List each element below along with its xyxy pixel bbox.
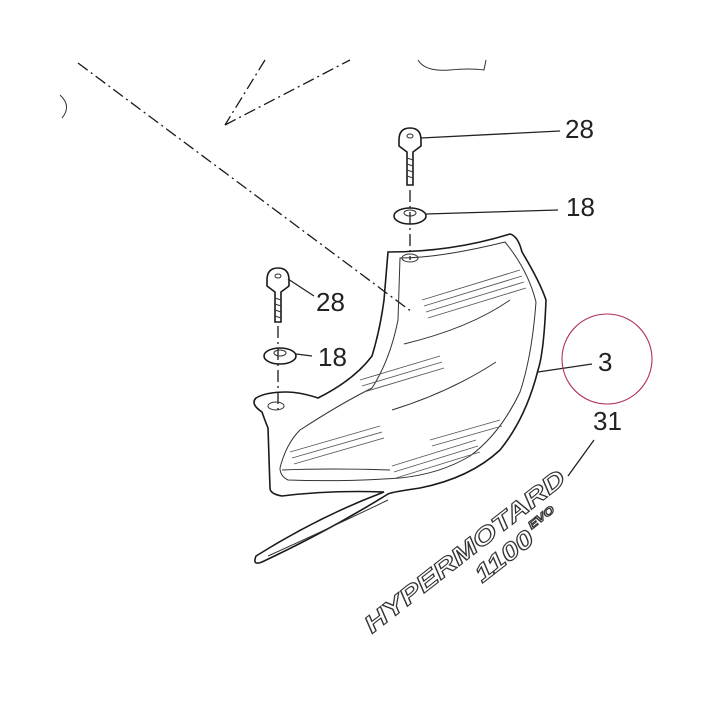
callout-lower-screw: 28 bbox=[316, 287, 345, 317]
side-cover-mid-ridge bbox=[403, 299, 511, 345]
side-cover-outline bbox=[253, 233, 547, 564]
lower-screw bbox=[266, 267, 290, 323]
highlight-circle bbox=[561, 313, 653, 405]
callout-decal: 31 bbox=[593, 406, 622, 436]
leader-upper-washer bbox=[425, 209, 559, 215]
side-cover-lower-ridge bbox=[281, 468, 391, 471]
decal-lettering: HYPERMOTARD 1100 EVO bbox=[359, 464, 572, 639]
side-cover-inner-contour bbox=[279, 241, 537, 482]
callout-cover: 3 bbox=[598, 347, 612, 377]
leader-lower-screw bbox=[287, 278, 315, 297]
lower-mount-hole bbox=[267, 401, 285, 411]
leader-cover bbox=[537, 363, 593, 373]
side-cover-mid-ridge-2 bbox=[391, 361, 497, 411]
fragment-top-right bbox=[417, 59, 487, 71]
side-cover-texture bbox=[289, 269, 527, 479]
upper-screw bbox=[398, 127, 422, 186]
leader-decal bbox=[567, 439, 595, 477]
background-fragments bbox=[59, 59, 487, 126]
side-cover-blade-edge bbox=[267, 499, 389, 557]
fragment-left-arc bbox=[59, 94, 67, 119]
callout-upper-washer: 18 bbox=[566, 192, 595, 222]
centerline-upper-a bbox=[224, 59, 266, 126]
leader-lower-washer bbox=[295, 353, 313, 357]
alignment-centerline bbox=[77, 62, 413, 313]
leader-upper-screw bbox=[420, 130, 561, 139]
callout-upper-screw: 28 bbox=[565, 114, 594, 144]
upper-mount-hole bbox=[401, 253, 419, 263]
decal-line-1: HYPERMOTARD bbox=[359, 465, 571, 639]
centerline-upper-b bbox=[224, 59, 351, 126]
side-cover bbox=[253, 233, 547, 564]
upper-washer bbox=[393, 207, 427, 225]
lower-washer bbox=[263, 347, 297, 365]
callout-lower-washer: 18 bbox=[318, 342, 347, 372]
